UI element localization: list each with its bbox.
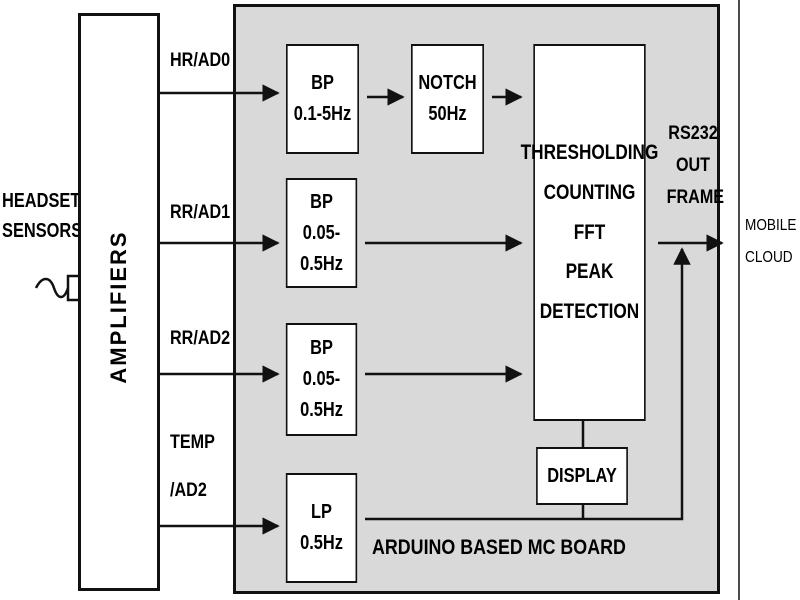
mobile-cloud-label: MOBILE CLOUD bbox=[745, 210, 796, 274]
amplifiers-label: AMPLIFIERS bbox=[106, 230, 131, 384]
wire-lp-out bbox=[365, 247, 691, 521]
processing-counting: COUNTING bbox=[543, 180, 636, 204]
bp-filter-rr2-type: BP bbox=[310, 337, 333, 359]
bp-filter-rr1-type: BP bbox=[310, 190, 333, 213]
rs232-line3: FRAME bbox=[666, 187, 725, 208]
notch-filter-freq: 50Hz bbox=[428, 103, 467, 125]
bp-filter-rr2: BP 0.05-0.5Hz bbox=[285, 323, 358, 436]
processing-detection: DETECTION bbox=[539, 300, 640, 324]
cloud-label: CLOUD bbox=[745, 249, 793, 266]
signal-rr1-label: RR/AD1 bbox=[170, 202, 231, 223]
headset-sensors-label: HEADSET SENSORS bbox=[2, 186, 82, 246]
rs232-line1: RS232 bbox=[668, 123, 718, 144]
rs232-out-frame-label: RS232 OUT FRAME bbox=[666, 118, 725, 214]
signal-temp-label-1: TEMP bbox=[170, 432, 215, 453]
bp-filter-rr1: BP 0.05-0.5Hz bbox=[285, 178, 358, 288]
signal-rr2-label: RR/AD2 bbox=[170, 328, 231, 349]
processing-thresholding: THRESHOLDING bbox=[520, 140, 659, 164]
signal-hr-label: HR/AD0 bbox=[170, 50, 231, 71]
amplifiers-block bbox=[78, 13, 160, 591]
lp-filter-temp: LP 0.5Hz bbox=[285, 473, 358, 583]
headset-label-line1: HEADSET bbox=[2, 190, 81, 212]
lp-filter-freq: 0.5Hz bbox=[300, 532, 343, 554]
headset-label-line2: SENSORS bbox=[2, 220, 83, 242]
rs232-line2: OUT bbox=[675, 155, 711, 176]
notch-filter: NOTCH 50Hz bbox=[411, 44, 484, 154]
bp-filter-rr2-range: 0.05-0.5Hz bbox=[300, 368, 343, 421]
sensor-symbol bbox=[34, 277, 70, 299]
notch-filter-type: NOTCH bbox=[418, 72, 477, 94]
lp-filter-type: LP bbox=[311, 501, 332, 523]
signal-temp-label-2: /AD2 bbox=[170, 480, 207, 501]
bp-filter-hr-range: 0.1-5Hz bbox=[293, 103, 352, 125]
processing-block: THRESHOLDING COUNTING FFT PEAK DETECTION bbox=[521, 44, 658, 421]
processing-fft: FFT bbox=[573, 220, 606, 244]
mobile-label: MOBILE bbox=[745, 217, 797, 234]
bp-filter-hr-type: BP bbox=[311, 72, 334, 94]
bp-filter-hr: BP 0.1-5Hz bbox=[286, 44, 359, 154]
bp-filter-rr1-range: 0.05-0.5Hz bbox=[300, 221, 343, 275]
display-block: DISPLAY bbox=[536, 447, 628, 505]
board-label: ARDUINO BASED MC BOARD bbox=[372, 536, 626, 559]
display-label: DISPLAY bbox=[547, 464, 617, 487]
processing-peak: PEAK bbox=[565, 260, 614, 284]
